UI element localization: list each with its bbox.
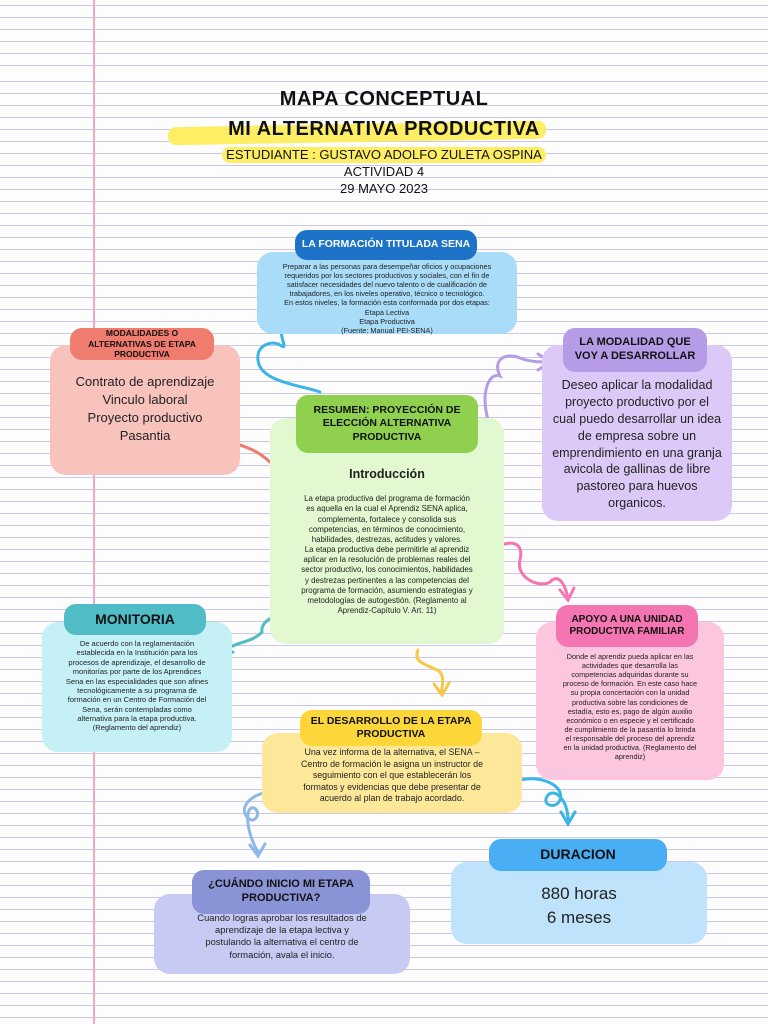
desarrollo-line: acuerdo al plan de trabajo acordado. [319, 793, 465, 804]
apoyo-line: aprendiz) [614, 752, 646, 762]
monitoria-line: monitorías por parte de los Aprendices [72, 667, 202, 677]
student-highlight [222, 147, 546, 163]
formacion-line: En estos niveles, la formación esta conf… [284, 298, 490, 308]
formacion-line: satisfacer necesidades del nuevo talento… [287, 280, 487, 290]
apoyo-line: en la unidad productiva. (Reglamento del [563, 743, 697, 753]
desarrollo-line: seguimiento con el que establecerán los [312, 770, 472, 781]
apoyo-line: su propia concertación con la unidad [570, 688, 690, 698]
monitoria-title: MONITORIA [64, 604, 206, 635]
activity-label: ACTIVIDAD 4 [343, 164, 425, 179]
apoyo-line: actividades que desarrolla las [581, 661, 679, 671]
monitoria-line: Sena en las especialidades que son afine… [65, 676, 209, 686]
monitoria-line: formación en un Centro de Formación del [67, 695, 207, 705]
apoyo-line: económico o en especie y el certificado [566, 715, 694, 725]
inicio-line: formación, avala el inicio. [229, 948, 335, 960]
formacion-line: Preparar a las personas para desempeñar … [282, 262, 492, 271]
formacion-box: Preparar a las personas para desempeñar … [257, 252, 517, 335]
notebook-margin-line [93, 0, 95, 1024]
monitoria-line: Sena, serán contempladas como [82, 704, 192, 714]
resumen-line: La etapa productiva debe permitirle al a… [304, 545, 470, 555]
monitoria-line: alternativa para la etapa productiva. [77, 714, 197, 723]
date-label: 29 MAYO 2023 [340, 181, 428, 196]
resumen-line: complementa, fortalece y consolida sus [317, 514, 457, 524]
modalidad-item: Contrato de aprendizaje [75, 374, 215, 389]
desarrollo-line: Una vez informa de la alternativa, el SE… [304, 747, 480, 757]
formacion-line: Etapa Lectiva [364, 307, 410, 317]
desarrollo-line: formatos y evidencias que debe presentar… [303, 781, 481, 792]
duracion-title: DURACION [489, 839, 667, 871]
inicio-title: ¿CUÁNDO INICIO MI ETAPA PRODUCTIVA? [192, 870, 370, 914]
resumen-box: Introducción La etapa productiva del pro… [270, 418, 504, 644]
modalidad-voy-box: Deseo aplicar la modalidad proyecto prod… [542, 345, 732, 521]
formacion-line: Etapa Productiva [359, 316, 415, 326]
formacion-line: trabajadores, en los niveles operativo, … [289, 289, 485, 299]
arrow-to-formacion [256, 318, 322, 394]
monitoria-line: tecnológicamente a su programa de [77, 685, 197, 695]
resumen-line: Aprendiz-Capítulo V. Art. 11) [337, 606, 437, 616]
apoyo-line: de cumplimiento de la pasantía lo brinda [564, 724, 696, 734]
resumen-line: programa de formación, asumiendo estrate… [301, 585, 473, 595]
apoyo-title: APOYO A UNA UNIDAD PRODUCTIVA FAMILIAR [556, 605, 698, 647]
desarrollo-line: Centro de formación le asigna un instruc… [300, 758, 484, 769]
modalidad-voy-text: Deseo aplicar la modalidad proyecto prod… [552, 378, 722, 511]
monitoria-line: De acuerdo con la reglamentación [79, 639, 195, 648]
monitoria-line: procesos de aprendizaje, el desarrollo d… [68, 657, 206, 667]
resumen-line: metodologías de autogestión. (Reglamento… [307, 596, 467, 605]
apoyo-line: competencias adquiridas durante su [571, 670, 689, 680]
duracion-box: 880 horas 6 meses [451, 862, 707, 944]
arrow-to-inicio [242, 790, 270, 854]
modalidad-voy-title: LA MODALIDAD QUE VOY A DESARROLLAR [563, 328, 707, 372]
resumen-line: sector productivo, los conocimientos, ha… [301, 565, 473, 575]
desarrollo-title: EL DESARROLLO DE LA ETAPA PRODUCTIVA [300, 710, 482, 746]
arrow-to-desarrollo [415, 648, 445, 694]
modalidad-item: Pasantia [119, 427, 171, 443]
resumen-line: aplicar en la resolución de problemas re… [303, 555, 471, 565]
arrow-to-apoyo [486, 541, 570, 600]
apoyo-line: productiva sobre las condiciones de [571, 697, 688, 707]
resumen-line: La etapa productiva del programa de form… [304, 494, 470, 504]
inicio-line: aprendizaje de la etapa lectiva y [215, 924, 349, 936]
apoyo-box: Donde el aprendiz pueda aplicar en las a… [536, 622, 724, 780]
duracion-hours: 880 horas [541, 884, 617, 903]
apoyo-line: proceso de formación. En este caso hace [562, 679, 698, 689]
resumen-heading: Introducción [349, 467, 425, 481]
duracion-months: 6 meses [546, 907, 612, 927]
arrow-to-duracion [518, 777, 570, 822]
page-subtitle: MI ALTERNATIVA PRODUCTIVA [228, 118, 540, 140]
apoyo-line: estadía, esto es, pago de algún auxilio [567, 706, 693, 716]
resumen-line: habilidades, destrezas, actitudes y valo… [311, 534, 463, 544]
formacion-title: LA FORMACIÓN TITULADA SENA [295, 230, 477, 260]
modalidades-title: MODALIDADES O ALTERNATIVAS DE ETAPA PROD… [70, 328, 214, 360]
inicio-line: Cuando logras aprobar los resultados de [197, 912, 367, 923]
resumen-line: y destrezas pertinentes a las competenci… [304, 575, 470, 585]
resumen-line: es aquella en la cual el Aprendiz SENA a… [306, 504, 468, 514]
monitoria-box: De acuerdo con la reglamentación estable… [42, 622, 232, 752]
formacion-line: requeridos por los sectores productivos … [284, 271, 490, 281]
arrow-to-modalidad-voy [483, 354, 550, 422]
apoyo-line: Donde el aprendiz pueda aplicar en las [566, 652, 694, 661]
modalidad-item: Vinculo laboral [102, 391, 188, 407]
page-title: MAPA CONCEPTUAL [279, 88, 489, 110]
apoyo-line: el responsable del proceso del aprendiz [565, 733, 695, 743]
desarrollo-box: Una vez informa de la alternativa, el SE… [262, 733, 522, 813]
monitoria-line: (Reglamento del aprendiz) [92, 723, 182, 733]
resumen-line: competencias, en términos de conocimient… [308, 524, 466, 534]
formacion-line: (Fuente: Manual PEI-SENA) [341, 325, 433, 335]
modalidades-box: Contrato de aprendizaje Vinculo laboral … [50, 345, 240, 475]
student-name: ESTUDIANTE : GUSTAVO ADOLFO ZULETA OSPIN… [226, 147, 542, 162]
inicio-line: postulando la alternativa el centro de [205, 936, 359, 948]
monitoria-line: establecida en la Institución para los [76, 648, 198, 658]
modalidad-item: Proyecto productivo [87, 409, 203, 425]
resumen-title: RESUMEN: PROYECCIÓN DE ELECCIÓN ALTERNAT… [296, 395, 478, 453]
